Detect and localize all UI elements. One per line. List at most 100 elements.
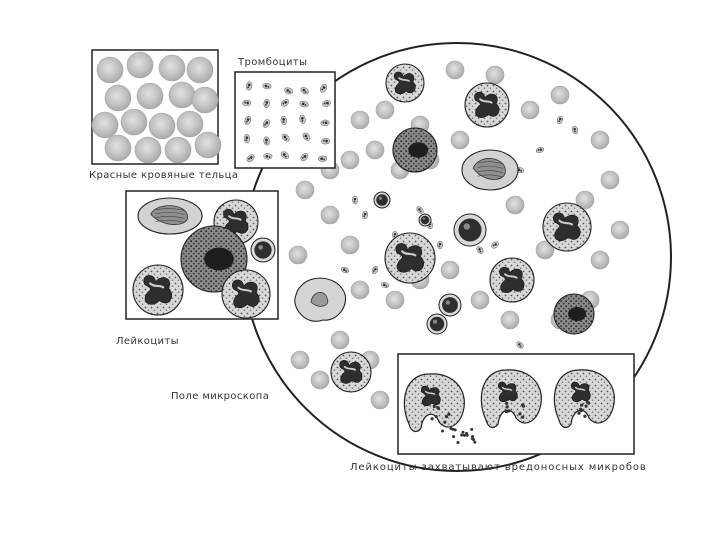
microbe <box>456 441 459 444</box>
red-blood-cell <box>591 131 609 149</box>
red-blood-cell <box>371 391 389 409</box>
nucleus-highlight <box>379 197 382 200</box>
label-platelets: Тромбоциты <box>238 57 307 68</box>
microbe <box>449 427 452 430</box>
microbe <box>437 407 440 410</box>
lymphocyte-nucleus <box>421 216 430 225</box>
label-microscope-field: Поле микроскопа <box>171 391 269 402</box>
microbe <box>473 441 476 444</box>
red-blood-cell <box>165 137 191 163</box>
lymphocyte-nucleus <box>442 297 458 313</box>
nucleus-highlight <box>258 245 263 250</box>
microbe <box>452 435 455 438</box>
red-blood-cell <box>366 141 384 159</box>
lymphocyte-nucleus <box>458 218 481 241</box>
red-blood-cell <box>289 246 307 264</box>
red-blood-cell <box>441 261 459 279</box>
red-blood-cell <box>551 86 569 104</box>
eosinophil-nucleus <box>568 307 586 321</box>
microbe <box>583 415 586 418</box>
microbe <box>505 405 508 408</box>
red-blood-cell <box>192 87 218 113</box>
microbe <box>445 415 448 418</box>
eosinophil-nucleus <box>204 247 234 270</box>
microbe <box>441 429 444 432</box>
label-leukocytes: Лейкоциты <box>116 336 179 347</box>
microbe <box>471 437 474 440</box>
red-blood-cell <box>521 101 539 119</box>
microbe <box>585 405 588 408</box>
eosinophil-nucleus <box>408 142 428 157</box>
red-blood-cell <box>611 221 629 239</box>
red-blood-cell <box>386 291 404 309</box>
red-blood-cell <box>486 66 504 84</box>
red-blood-cell <box>291 351 309 369</box>
microbe <box>463 434 466 437</box>
platelet <box>244 134 250 143</box>
red-blood-cell <box>331 331 349 349</box>
microbe <box>433 405 436 408</box>
red-blood-cell <box>341 236 359 254</box>
red-blood-cell <box>177 111 203 137</box>
red-blood-cell <box>105 85 131 111</box>
platelet <box>318 156 327 162</box>
red-blood-cell <box>376 101 394 119</box>
red-blood-cell <box>137 83 163 109</box>
red-blood-cell <box>471 291 489 309</box>
red-blood-cell <box>501 311 519 329</box>
red-blood-cell <box>296 181 314 199</box>
microbe <box>470 428 473 431</box>
microbe <box>435 415 438 418</box>
red-blood-cell <box>451 131 469 149</box>
microbe <box>454 428 457 431</box>
red-blood-cell <box>351 281 369 299</box>
label-red-cells: Красные кровяные тельца <box>89 170 238 181</box>
lymphocyte-nucleus <box>430 317 444 331</box>
lymphocyte-nucleus <box>376 194 388 206</box>
platelet-granule <box>394 233 396 235</box>
nucleus-highlight <box>446 300 450 304</box>
microbe <box>580 409 583 412</box>
microbe <box>462 431 465 434</box>
microbe <box>577 412 580 415</box>
platelet <box>242 100 251 106</box>
label-phagocytosis: Лейкоциты захватывают вредоносных микроб… <box>350 462 647 473</box>
microbe <box>430 417 433 420</box>
red-blood-cell <box>311 371 329 389</box>
nucleus-highlight <box>433 320 437 324</box>
red-blood-cell <box>446 61 464 79</box>
red-blood-cell <box>169 82 195 108</box>
red-blood-cell <box>159 55 185 81</box>
platelet <box>437 241 442 249</box>
red-blood-cell <box>351 111 369 129</box>
platelet <box>263 153 272 159</box>
red-blood-cell <box>127 52 153 78</box>
platelet <box>352 196 358 204</box>
microbe <box>447 413 450 416</box>
red-blood-cell <box>105 135 131 161</box>
microbe <box>507 409 510 412</box>
microbe <box>586 401 589 404</box>
microbe <box>505 402 508 405</box>
microbe <box>460 434 463 437</box>
red-blood-cell <box>321 206 339 224</box>
microbe <box>518 412 521 415</box>
red-blood-cell <box>187 57 213 83</box>
microbe <box>521 416 524 419</box>
red-blood-cell <box>506 196 524 214</box>
microbe <box>443 421 446 424</box>
platelet-granule <box>394 236 396 238</box>
red-blood-cell <box>195 132 221 158</box>
lymphocyte-nucleus <box>254 241 271 258</box>
nucleus-highlight <box>423 217 425 219</box>
red-blood-cell <box>601 171 619 189</box>
red-blood-cell <box>149 113 175 139</box>
red-blood-cell <box>121 109 147 135</box>
red-blood-cell <box>341 151 359 169</box>
red-blood-cell <box>92 112 118 138</box>
microbe <box>580 403 583 406</box>
red-blood-cell <box>591 251 609 269</box>
red-blood-cell <box>135 137 161 163</box>
